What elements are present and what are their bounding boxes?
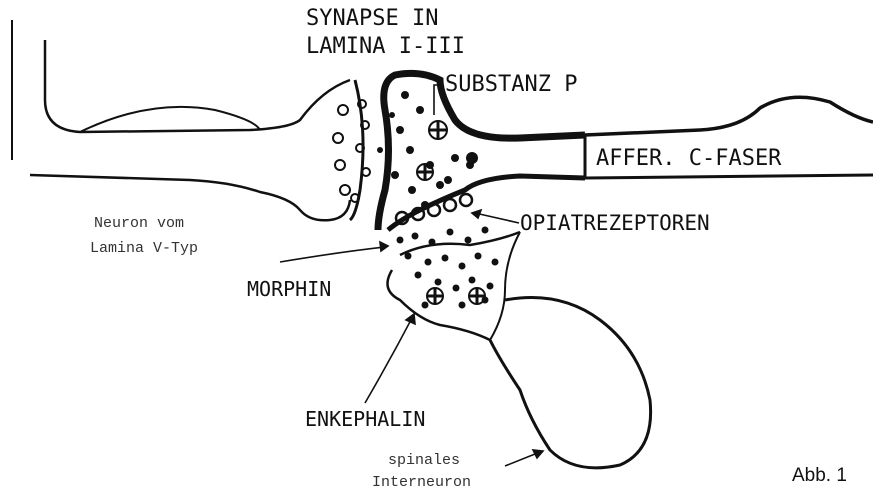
enkephalin-label: ENKEPHALIN	[305, 407, 425, 431]
synapse-title-line1: SYNAPSE IN	[306, 6, 438, 31]
figure-number: Abb. 1	[792, 465, 847, 487]
neuron-label-line2: Lamina V-Typ	[90, 240, 198, 257]
opiate-receptors-label: OPIATREZEPTOREN	[520, 211, 710, 235]
interneuron-label-line1: spinales	[388, 452, 460, 469]
opiate-receptors	[396, 194, 472, 224]
lamina-v-neuron	[12, 20, 350, 220]
substanz-p-label: SUBSTANZ P	[445, 72, 577, 97]
interneuron-label-line2: Interneuron	[372, 474, 471, 491]
synapse-title-line2: LAMINA I-III	[306, 34, 465, 59]
neuron-label-line1: Neuron vom	[94, 215, 184, 232]
afferent-c-fiber-label: AFFER. C-FASER	[596, 146, 781, 171]
spinal-interneuron	[388, 232, 651, 468]
morphin-label: MORPHIN	[247, 277, 331, 301]
